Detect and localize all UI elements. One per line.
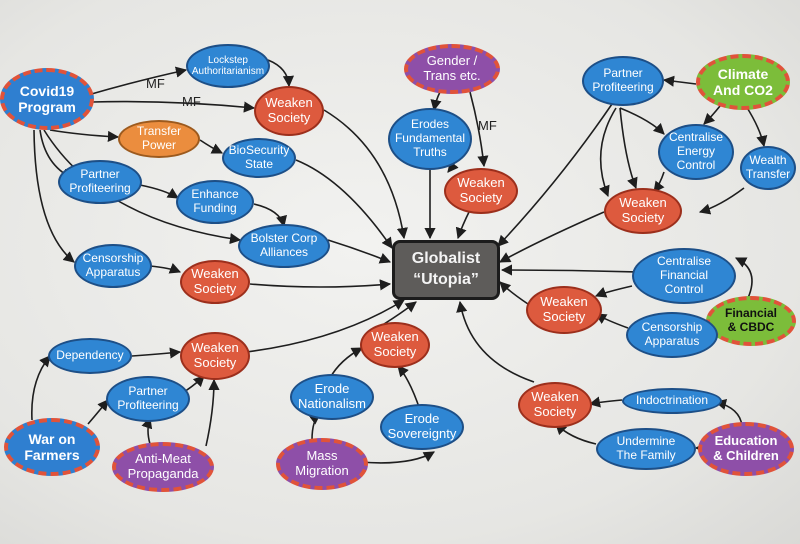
edge-weaken-center1 <box>323 109 408 240</box>
edge-censor-weaken <box>149 263 182 274</box>
erode-nationalism-node: Erode Nationalism <box>290 374 374 420</box>
edge-weakencensor-center <box>249 279 392 291</box>
weaken-society-node: Weaken Society <box>604 188 682 234</box>
edge-weakenmig-center <box>383 301 417 325</box>
climate-co2-node: Climate And CO2 <box>696 54 790 110</box>
edge-farmers-partner <box>87 399 109 425</box>
censorship-apparatus-node: Censorship Apparatus <box>626 312 718 358</box>
centralise-financial-control-node: Centralise Financial Control <box>632 248 736 304</box>
wealth-transfer-node: Wealth Transfer <box>740 146 796 190</box>
edge-covid-weaken <box>91 100 256 113</box>
edge-partner-weaken2 <box>599 107 617 198</box>
edge-label-mf: MF <box>182 94 201 109</box>
partner-profiteering-node: Partner Profiteering <box>106 376 190 422</box>
edge-partner-enhance <box>139 184 179 199</box>
weaken-society-node: Weaken Society <box>526 286 602 334</box>
education-children-node: Education & Children <box>698 422 794 476</box>
weaken-society-node: Weaken Society <box>518 382 592 428</box>
biosecurity-state-node: BioSecurity State <box>222 138 296 178</box>
edge-climate-energy <box>703 105 721 125</box>
edge-covid-transfer <box>49 129 120 143</box>
edge-gender-weaken <box>469 91 489 168</box>
dependency-node: Dependency <box>48 338 132 374</box>
edge-weakengender-center <box>455 209 471 240</box>
edge-bolster-center <box>327 239 392 264</box>
edge-weakenclimate-center <box>499 211 605 263</box>
edge-dependency-weaken <box>131 347 182 359</box>
censorship-apparatus-node: Censorship Apparatus <box>74 244 152 288</box>
edge-weakenfin-center <box>499 281 529 305</box>
edge-migration-sovereignty <box>359 451 435 464</box>
weaken-society-node: Weaken Society <box>254 86 324 136</box>
edge-covid-censor <box>33 129 75 263</box>
edge-enhance-bolster <box>253 203 287 228</box>
edge-indoc-weaken <box>588 396 623 408</box>
edge-transfer-bio <box>199 139 224 154</box>
edge-climate-partner <box>662 75 697 87</box>
financial-cbdc-node: Financial & CBDC <box>706 296 796 346</box>
edge-antimeat-weaken <box>205 378 220 447</box>
covid19-program-node: Covid19 Program <box>0 68 94 130</box>
edge-partner-energy <box>619 107 665 135</box>
edge-lockstep-weaken <box>267 59 295 88</box>
weaken-society-node: Weaken Society <box>180 332 250 380</box>
globalist-utopia-node: Globalist “Utopia” <box>392 240 500 300</box>
centralise-energy-control-node: Centralise Energy Control <box>658 124 734 180</box>
gender-trans-node: Gender / Trans etc. <box>404 44 500 94</box>
edge-bio-center <box>295 159 393 249</box>
lockstep-node: Lockstep Authoritarianism <box>186 44 270 88</box>
indoctrination-node: Indoctrination <box>622 388 722 414</box>
edge-covid-lockstep <box>87 66 188 96</box>
edge-partner-weaken <box>619 107 638 190</box>
edge-fin-central <box>734 257 753 299</box>
anti-meat-propaganda-node: Anti-Meat Propaganda <box>112 442 214 492</box>
edge-weakenfarm-center <box>245 299 405 353</box>
edge-partner-center <box>497 103 613 247</box>
partner-profiteering-node: Partner Profiteering <box>58 160 142 204</box>
bolster-corp-alliances-node: Bolster Corp Alliances <box>238 224 330 268</box>
edge-label-mf: MF <box>146 76 165 91</box>
mass-migration-node: Mass Migration <box>276 438 368 490</box>
erodes-fundamental-truths-node: Erodes Fundamental Truths <box>388 108 472 170</box>
weaken-society-node: Weaken Society <box>360 322 430 368</box>
weaken-society-node: Weaken Society <box>180 260 250 304</box>
weaken-society-node: Weaken Society <box>444 168 518 214</box>
war-on-farmers-node: War on Farmers <box>4 418 100 476</box>
transfer-power-node: Transfer Power <box>118 120 200 158</box>
edge-wealth-weaken <box>698 187 745 215</box>
edge-central-weaken <box>594 285 633 298</box>
edge-covid-bolster <box>43 129 242 245</box>
partner-profiteering-node: Partner Profiteering <box>582 56 664 106</box>
edge-central-center <box>500 264 639 276</box>
edge-censor-weaken <box>595 313 629 329</box>
undermine-family-node: Undermine The Family <box>596 428 696 470</box>
erode-sovereignty-node: Erode Sovereignty <box>380 404 464 450</box>
edge-weakenedu-center <box>456 300 535 383</box>
enhance-funding-node: Enhance Funding <box>176 180 254 224</box>
edge-climate-wealth <box>745 105 768 148</box>
edge-label-mf: MF <box>478 118 497 133</box>
edge-farmers-dependency <box>31 355 51 421</box>
